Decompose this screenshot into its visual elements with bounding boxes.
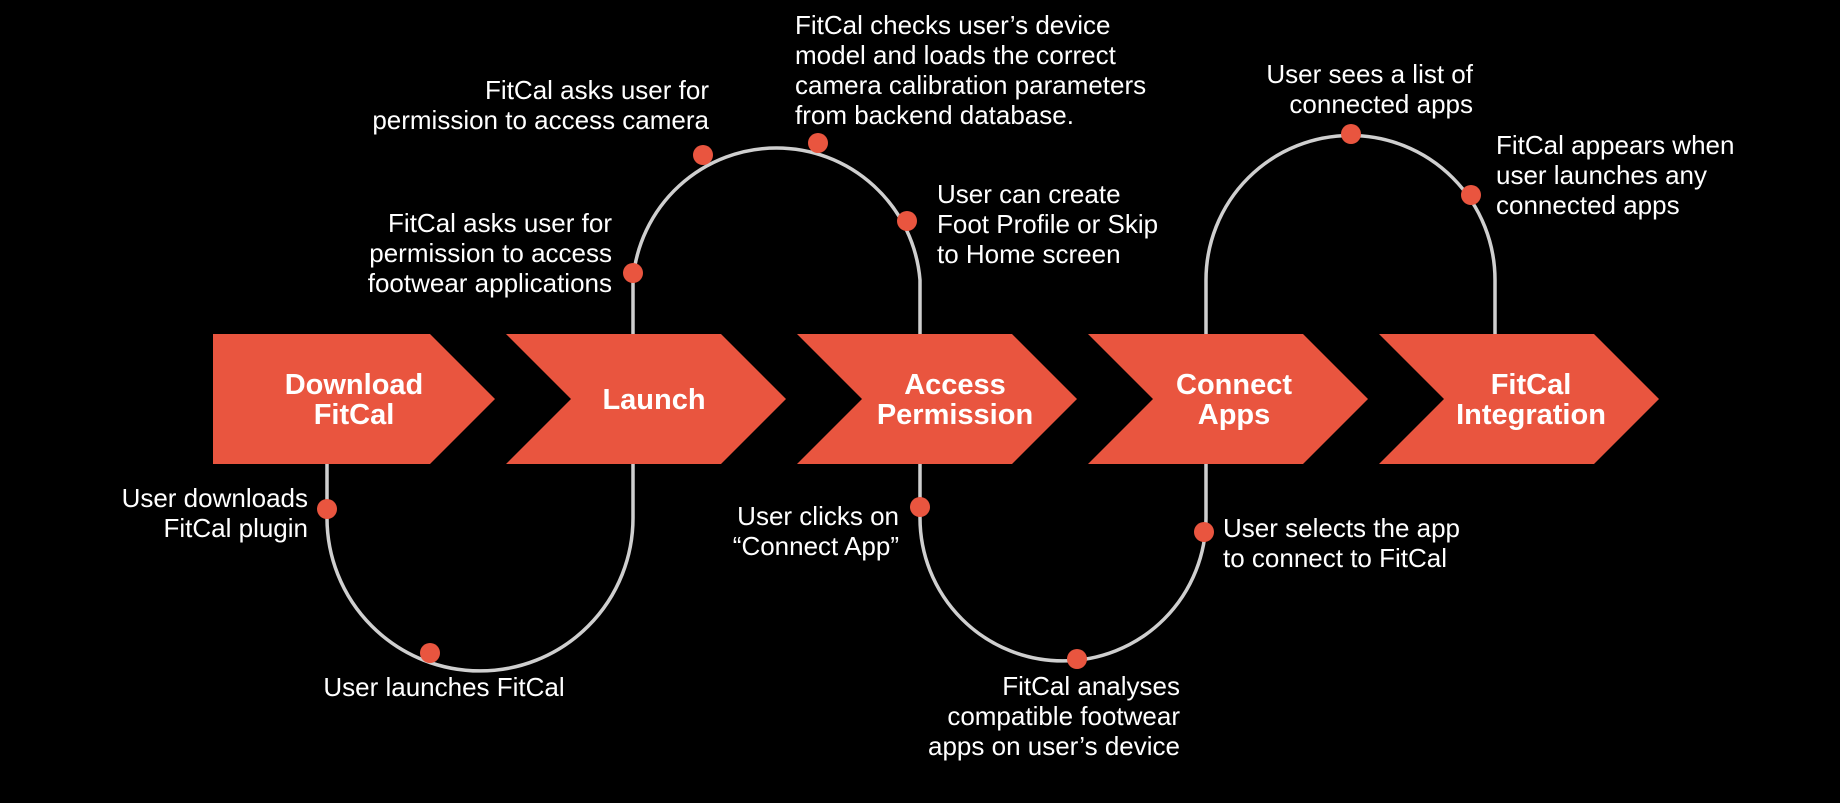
- step-label-line: to connect to FitCal: [1223, 543, 1447, 573]
- loop-access-connect: [918, 464, 1208, 663]
- step-dot-select-app: [1194, 522, 1214, 542]
- step-label-line: compatible footwear: [947, 701, 1180, 731]
- step-label-line: FitCal analyses: [1002, 671, 1180, 701]
- step-label-line: connected apps: [1496, 190, 1680, 220]
- step-label-line: Foot Profile or Skip: [937, 209, 1158, 239]
- step-label-line: permission to access camera: [372, 105, 709, 135]
- step-dot-list-apps: [1341, 124, 1361, 144]
- step-label-line: FitCal asks user for: [485, 75, 709, 105]
- step-label-line: model and loads the correct: [795, 40, 1117, 70]
- stage-label: Connect: [1176, 369, 1292, 401]
- step-label-line: User clicks on: [737, 501, 899, 531]
- stage-arrow-shape: [213, 334, 495, 464]
- stage-label: Apps: [1198, 399, 1271, 431]
- step-label-line: User launches FitCal: [323, 672, 564, 702]
- step-dot-connect-app-click: [910, 497, 930, 517]
- stage-label: FitCal: [314, 399, 395, 431]
- step-dot-footwear-permission: [623, 263, 643, 283]
- step-label-line: User downloads: [122, 483, 308, 513]
- step-label-user-launches: User launches FitCal: [323, 672, 564, 702]
- step-label-line: User sees a list of: [1266, 59, 1473, 89]
- step-dot-appears-on-launch: [1461, 185, 1481, 205]
- step-label-line: footwear applications: [368, 268, 612, 298]
- step-dot-user-downloads: [317, 499, 337, 519]
- step-label-line: apps on user’s device: [928, 731, 1180, 761]
- step-label-line: FitCal appears when: [1496, 130, 1734, 160]
- step-label-connect-app-click: User clicks on“Connect App”: [733, 501, 899, 561]
- stage-label: FitCal: [1491, 369, 1572, 401]
- step-label-line: FitCal asks user for: [388, 208, 612, 238]
- stage-arrow-shape: [797, 334, 1077, 464]
- step-label-line: User selects the app: [1223, 513, 1460, 543]
- stage-label: Download: [285, 369, 424, 401]
- step-label-line: “Connect App”: [733, 531, 899, 561]
- step-dot-analyse-apps: [1067, 649, 1087, 669]
- step-label-line: FitCal checks user’s device: [795, 10, 1111, 40]
- step-dot-foot-profile: [897, 211, 917, 231]
- step-label-line: from backend database.: [795, 100, 1074, 130]
- step-label-line: user launches any: [1496, 160, 1707, 190]
- step-label-line: FitCal plugin: [163, 513, 308, 543]
- step-dot-device-check: [808, 133, 828, 153]
- stage-arrow-shape: [506, 334, 786, 464]
- step-label-line: permission to access: [369, 238, 612, 268]
- stage-label: Launch: [602, 384, 705, 416]
- step-label-line: User can create: [937, 179, 1121, 209]
- stage-label: Permission: [877, 399, 1033, 431]
- stage-launch: Launch: [506, 334, 786, 464]
- step-dot-user-launches: [420, 643, 440, 663]
- loop-download-launch: [325, 464, 635, 673]
- stage-arrow-shape: [1088, 334, 1368, 464]
- step-dots: [317, 124, 1481, 669]
- step-label-line: connected apps: [1289, 89, 1473, 119]
- stage-arrow-shape: [1379, 334, 1659, 464]
- stage-label: Integration: [1456, 399, 1606, 431]
- step-dot-camera-permission: [693, 145, 713, 165]
- stage-label: Access: [904, 369, 1006, 401]
- step-label-line: to Home screen: [937, 239, 1121, 269]
- step-label-line: camera calibration parameters: [795, 70, 1146, 100]
